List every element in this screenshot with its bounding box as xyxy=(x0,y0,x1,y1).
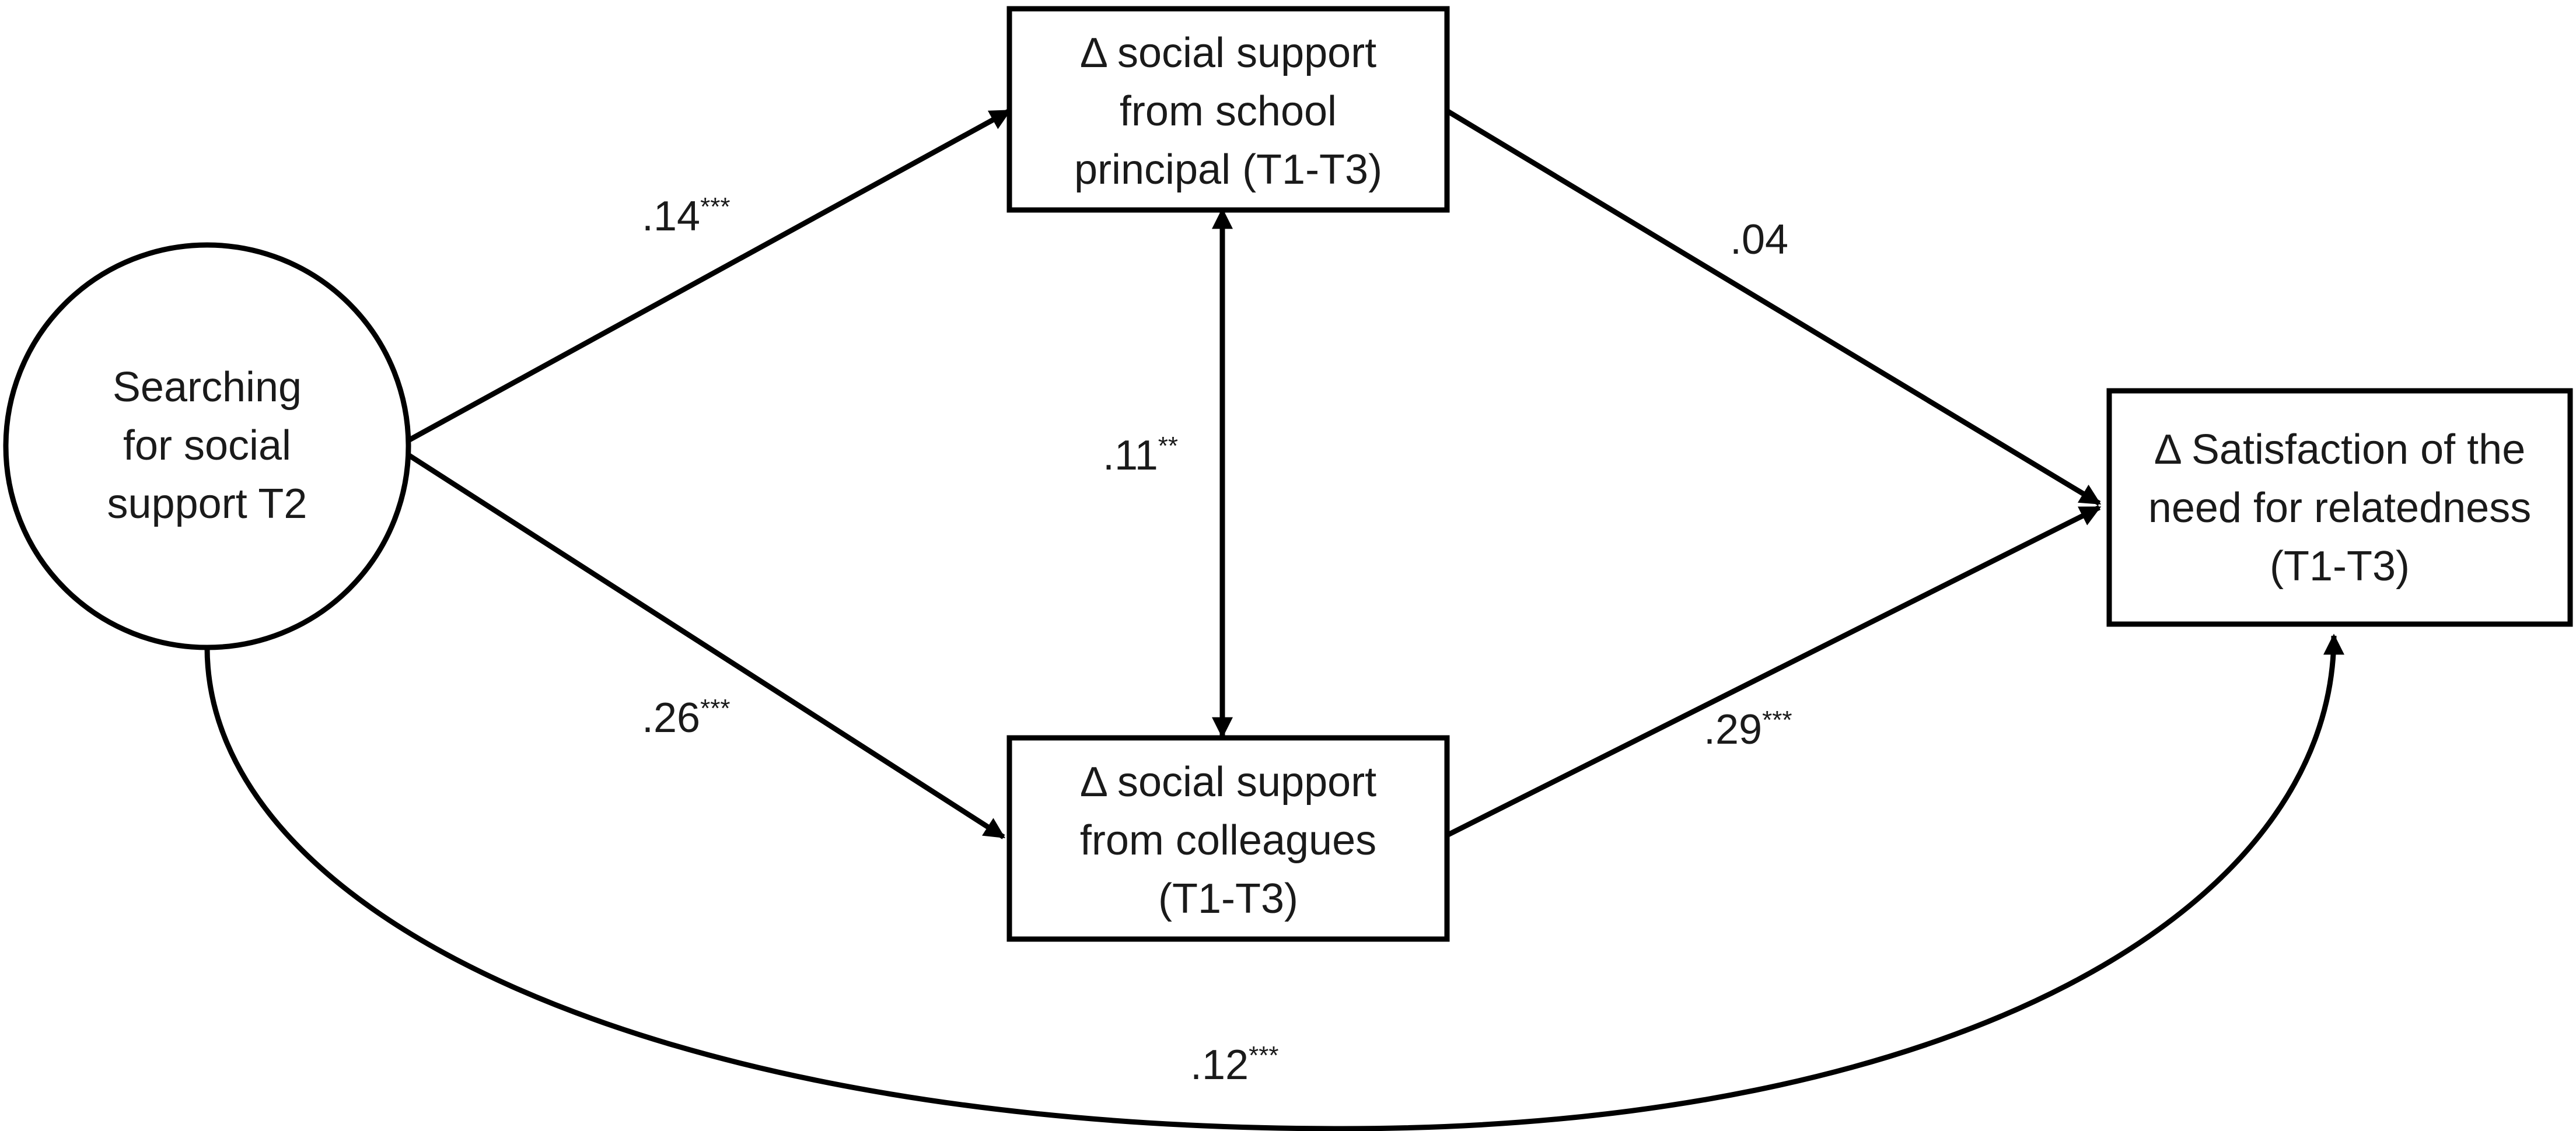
coef-sig: *** xyxy=(1249,1041,1278,1070)
node-colleagues-line-2: from colleagues xyxy=(1080,817,1376,864)
coef-sig: *** xyxy=(1762,706,1792,734)
arrow-principal-to-relatedness xyxy=(1445,108,2102,506)
node-principal-line-1: Δ social support xyxy=(1080,30,1376,76)
node-colleagues-line-1: Δ social support xyxy=(1080,759,1376,806)
coef-value: .14 xyxy=(642,193,700,240)
node-relatedness-line-1: Δ Satisfaction of the xyxy=(2154,426,2525,473)
node-relatedness-line-3: (T1-T3) xyxy=(2270,543,2410,590)
coef-principal-to-relatedness: .04 xyxy=(1730,216,1788,263)
coef-sig: *** xyxy=(700,694,730,723)
coef-value: .04 xyxy=(1730,216,1788,263)
coef-colleagues-to-relatedness: .29*** xyxy=(1704,706,1792,753)
node-colleagues-line-3: (T1-T3) xyxy=(1158,876,1298,922)
coef-value: .29 xyxy=(1704,706,1762,753)
arrow-searching-to-colleagues xyxy=(407,453,1006,839)
arrow-colleagues-to-relatedness xyxy=(1445,505,2102,838)
coef-sig: ** xyxy=(1158,432,1178,460)
node-relatedness-line-2: need for relatedness xyxy=(2148,485,2531,531)
coef-value: .26 xyxy=(642,695,700,741)
node-principal-line-2: from school xyxy=(1120,88,1337,135)
coef-searching-to-relatedness: .12*** xyxy=(1190,1041,1278,1088)
coef-searching-to-colleagues: .26*** xyxy=(642,694,730,741)
node-searching-line-1: Searching xyxy=(113,364,302,411)
arrow-searching-to-relatedness xyxy=(204,633,2344,1131)
coef-value: .12 xyxy=(1190,1042,1249,1088)
coef-value: .11 xyxy=(1103,432,1158,479)
node-searching-line-3: support T2 xyxy=(107,481,307,527)
node-searching-line-2: for social xyxy=(123,422,291,469)
coef-searching-to-principal: .14*** xyxy=(642,192,730,240)
node-principal-line-3: principal (T1-T3) xyxy=(1074,146,1382,193)
coef-principal-colleagues: .11** xyxy=(1103,432,1178,479)
node-relatedness: Δ Satisfaction of the need for relatedne… xyxy=(2106,388,2573,627)
node-searching: Searching for social support T2 xyxy=(3,242,411,650)
arrow-searching-to-principal xyxy=(407,108,1012,443)
coef-sig: *** xyxy=(700,192,730,221)
node-colleagues: Δ social support from colleagues (T1-T3) xyxy=(1006,735,1450,942)
node-principal: Δ social support from school principal (… xyxy=(1006,6,1450,213)
